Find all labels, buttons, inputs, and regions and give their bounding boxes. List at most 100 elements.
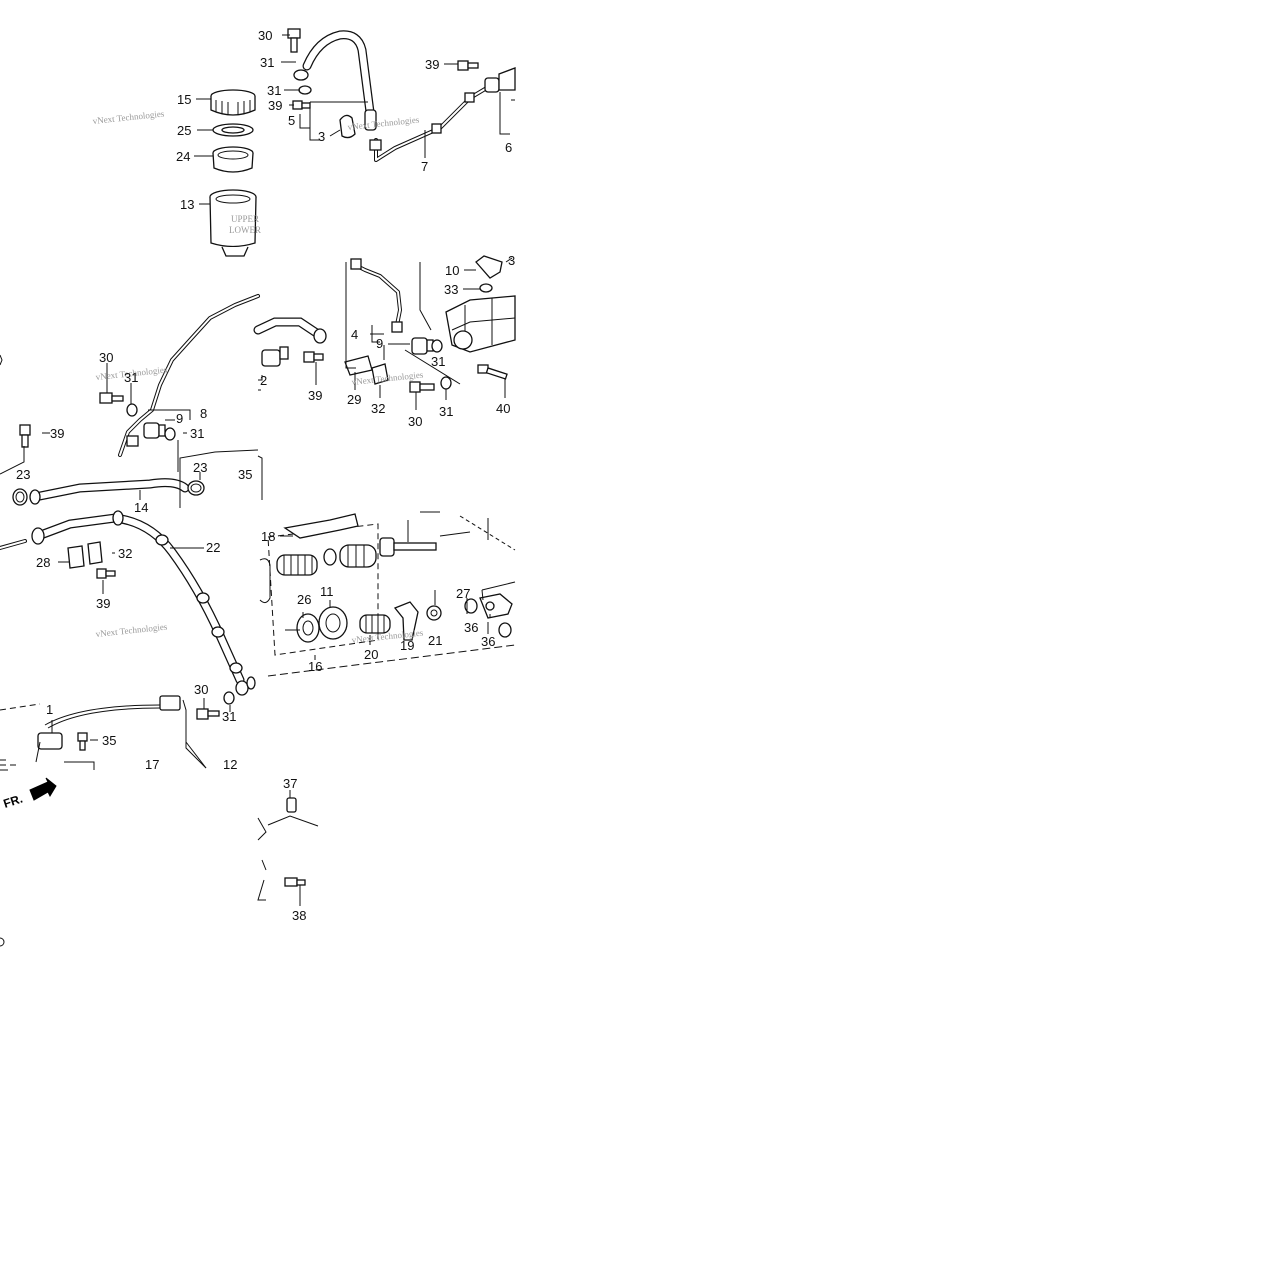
callout-4: 4 [351, 327, 358, 342]
bolt-38 [284, 877, 306, 887]
callout-37: 37 [283, 776, 297, 791]
callout-25: 25 [177, 123, 191, 138]
callout-9: 9 [176, 411, 183, 426]
callout-28: 28 [36, 555, 50, 570]
washer-top-a [293, 69, 309, 81]
callout-26: 26 [297, 592, 311, 607]
callout-39: 39 [425, 57, 439, 72]
pipe-fitting-top-right [484, 67, 516, 93]
washer-31-left-b [164, 427, 176, 441]
washer-31-middle-b [440, 376, 452, 390]
callout-20: 20 [364, 647, 378, 662]
bolt-30-left [99, 392, 124, 404]
callout-30: 30 [408, 414, 422, 429]
clip-top [339, 114, 356, 139]
bolt-40 [477, 364, 508, 380]
callout-24: 24 [176, 149, 190, 164]
bolt-30-middle [409, 381, 435, 393]
brake-pipe-middle [350, 258, 403, 333]
reservoir-seal [212, 123, 254, 137]
fitting-2 [261, 346, 289, 367]
callout-10: 10 [445, 263, 459, 278]
union-fitting-middle [411, 337, 434, 355]
callout-11: 11 [320, 584, 334, 599]
clip-32-left [87, 541, 103, 565]
clamp-23-left [12, 488, 28, 506]
callout-5: 5 [288, 113, 295, 128]
reservoir-strainer [212, 146, 254, 173]
washer-31-edge [246, 676, 256, 690]
brake-pipe-left [118, 294, 260, 457]
callout-31: 31 [260, 55, 274, 70]
callout-15: 15 [177, 92, 191, 107]
callout-22: 22 [206, 540, 220, 555]
springs-upper [276, 544, 377, 576]
callout-38: 38 [292, 908, 306, 923]
brake-hose-left [29, 478, 190, 505]
callout-12: 12 [223, 757, 237, 772]
nut-21 [426, 605, 442, 621]
callout-31: 31 [439, 404, 453, 419]
union-fitting-left [143, 422, 166, 439]
callout-32: 32 [118, 546, 132, 561]
fr-arrow: FR. [2, 777, 57, 811]
spring-20 [359, 614, 391, 634]
reservoir-cap [210, 89, 256, 116]
callout-35: 35 [238, 467, 252, 482]
callout-7: 7 [421, 159, 428, 174]
callout-14: 14 [134, 500, 148, 515]
callout-23: 23 [16, 467, 30, 482]
bracket-29 [344, 355, 373, 376]
bolt-39-mid [96, 568, 116, 579]
washer-31-mid [223, 691, 235, 705]
callout-39: 39 [50, 426, 64, 441]
direction-label: FR. [2, 792, 25, 811]
callout-2: 2 [260, 373, 267, 388]
callout-33: 33 [444, 282, 458, 297]
reservoir-lower-mark: LOWER [229, 225, 261, 235]
washer-36-a [464, 598, 478, 614]
push-rod [379, 537, 437, 557]
callout-29: 29 [347, 392, 361, 407]
bolt-small-top [292, 100, 311, 110]
watermark-1: vNext Technologies [92, 108, 165, 126]
callout-31: 31 [431, 354, 445, 369]
callout-23: 23 [193, 460, 207, 475]
cup-11 [318, 606, 348, 640]
callout-3: 3 [318, 129, 325, 144]
bolt-39-left [19, 424, 31, 448]
bolt-top [287, 28, 301, 53]
hose-upper [302, 30, 377, 131]
clamp-23-right [187, 480, 205, 496]
clip-32-middle [371, 363, 389, 385]
reservoir-upper-mark: UPPER [231, 214, 259, 224]
watermark-5: vNext Technologies [95, 621, 168, 639]
callout-27: 27 [456, 586, 470, 601]
lever-19 [393, 601, 419, 641]
washer-31-left [126, 403, 138, 417]
washer-31-middle-a [431, 339, 443, 353]
callout-30: 30 [99, 350, 113, 365]
bolt-30-mid [196, 708, 220, 720]
screw-35-low [77, 732, 88, 751]
bracket-18 [283, 513, 359, 539]
callout-31: 31 [124, 370, 138, 385]
washer-top-b [298, 85, 312, 95]
callout-36: 36 [481, 634, 495, 649]
washer-36-b [498, 622, 512, 638]
callout-9: 9 [376, 336, 383, 351]
sensor-harness [35, 695, 181, 763]
callout-39: 39 [308, 388, 322, 403]
callout-17: 17 [145, 757, 159, 772]
hose-middle [253, 317, 327, 344]
callout-3-right: 3 [508, 253, 515, 268]
callout-32: 32 [371, 401, 385, 416]
callout-40: 40 [496, 401, 510, 416]
callout-31: 31 [222, 709, 236, 724]
callout-39: 39 [96, 596, 110, 611]
callout-36: 36 [464, 620, 478, 635]
callout-31: 31 [267, 83, 281, 98]
callout-18: 18 [261, 529, 275, 544]
callout-31: 31 [190, 426, 204, 441]
